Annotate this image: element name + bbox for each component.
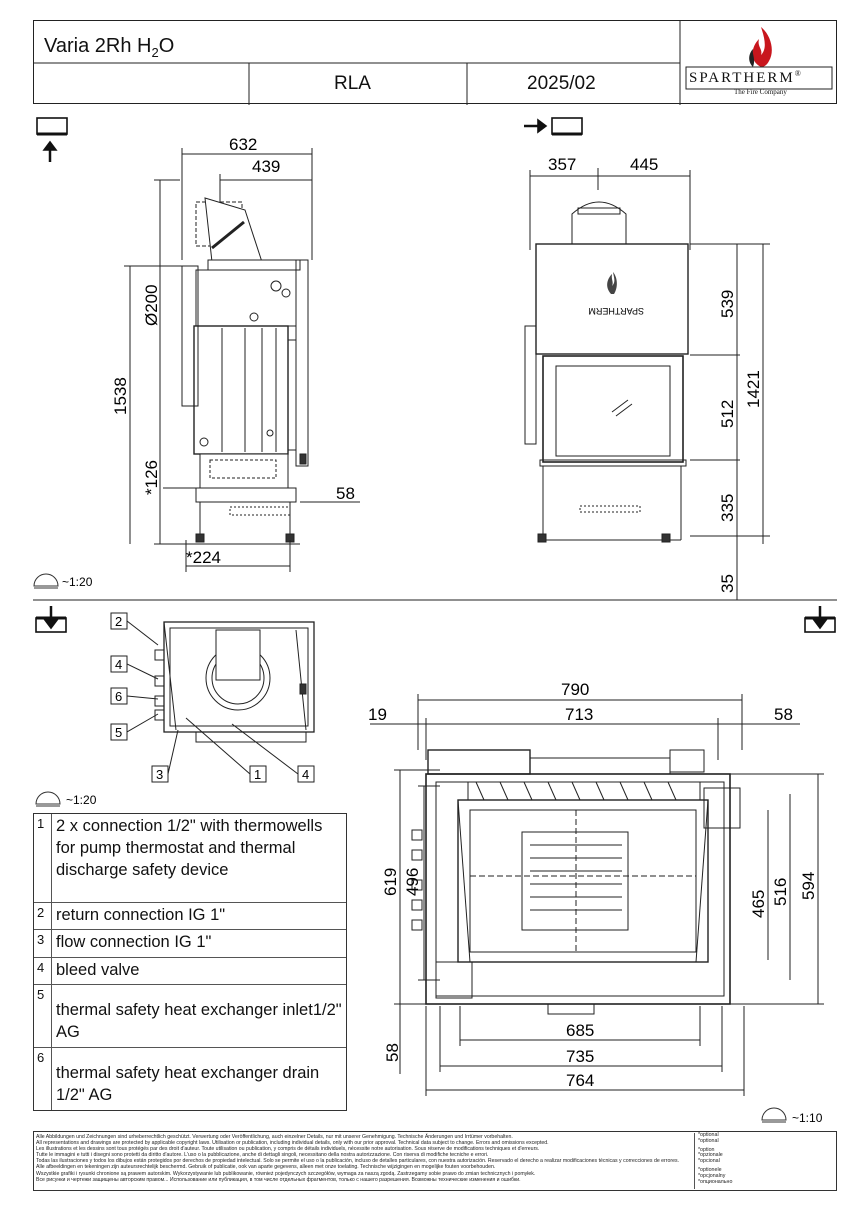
technical-drawing: 632 439 Ø200 1538 *126 58 *224 357 445 [33,117,837,1125]
dim-58-right: 58 [774,705,793,724]
dim-224: *224 [186,548,221,567]
legend-num: 4 [34,958,52,984]
door-brand-logo-icon [607,272,617,294]
dim-445: 445 [630,155,658,174]
plan-view [370,694,824,1096]
dim-713: 713 [565,705,593,724]
legend-num: 6 [34,1048,52,1110]
dim-735: 735 [566,1047,594,1066]
model-name: Varia 2Rh H2O [44,35,175,60]
legend-row: 2 return connection IG 1" [34,903,346,930]
dim-1421: 1421 [744,370,763,408]
dim-19: 19 [368,705,387,724]
callout-2: 2 [115,614,122,629]
legend-row: 6 thermal safety heat exchanger drain 1/… [34,1048,346,1110]
door-brand-text: SPARTHERM [588,306,644,316]
legend-text: return connection IG 1" [56,906,226,924]
legend-num: 5 [34,985,52,1047]
legend-row: 1 2 x connection 1/2" with thermowells f… [34,814,346,903]
legend-text: thermal safety heat exchanger drain 1/2"… [56,1064,320,1104]
legend-num: 2 [34,903,52,929]
copyright-line: All representations and drawings are pro… [36,1140,549,1147]
front-view [524,168,770,600]
dim-58-side: 58 [336,484,355,503]
legend-row: 4 bleed valve [34,958,346,985]
legend-text: bleed valve [56,961,140,979]
legend-table: 1 2 x connection 1/2" with thermowells f… [33,813,347,1111]
optional-line: *optional [698,1132,719,1138]
callout-4-left: 4 [115,657,122,672]
brand-tagline: The Fire Company [734,88,787,96]
copyright-line: Alle Abbildungen und Zeichnungen sind ur… [36,1134,513,1140]
copyright-line: Les illustrations et les dessins sont to… [36,1146,540,1153]
callout-4-right: 4 [302,767,309,782]
dim-126: *126 [142,460,161,495]
dim-685: 685 [566,1021,594,1040]
legend-num: 3 [34,930,52,957]
flame-logo-icon [749,27,772,67]
optional-notes: *optional *optional *option *opzionale *… [694,1132,834,1189]
optional-line: *опционально [698,1178,733,1185]
copyright-line: Wszystkie grafiki i rysunki chronione są… [36,1170,536,1177]
dim-439: 439 [252,157,280,176]
optional-line: *opcjonalny [698,1172,726,1179]
side-view-symbol-icon [36,117,68,162]
detail-top-view [110,612,315,783]
copyright-line: Все рисунки и чертежи защищены авторским… [36,1176,521,1183]
dim-619: 619 [381,868,400,896]
scale-icon-detail [35,791,61,807]
optional-line: *option [698,1146,715,1153]
optional-line: *optionele [698,1166,722,1173]
copyright-footer: Alle Abbildungen und Zeichnungen sind ur… [33,1131,837,1191]
brand-frame [685,66,833,90]
legend-text: thermal safety heat exchanger inlet1/2" … [56,1001,342,1041]
legend-row: 3 flow connection IG 1" [34,930,346,958]
scale-icon-plan [761,1107,787,1123]
legend-row: 5 thermal safety heat exchanger inlet1/2… [34,985,346,1048]
dim-58-bottom: 58 [383,1043,402,1062]
brand-name: SPARTHERM® [689,69,803,86]
dim-594: 594 [799,872,818,900]
legend-text: flow connection IG 1" [56,933,212,951]
dim-539: 539 [718,290,737,318]
copyright-line: Tutte le immagini e tutti i disegni sono… [36,1152,489,1159]
front-view-symbol-icon [524,117,583,136]
scale-icon-side [33,573,59,589]
top-view-symbol-right-icon [804,606,836,633]
dim-512: 512 [718,400,737,428]
dim-35: 35 [718,574,737,593]
copyright-line: Alle afbeeldingen en tekeningen zijn aut… [36,1164,496,1171]
side-view [124,148,360,572]
callout-3: 3 [156,767,163,782]
legend-num: 1 [34,814,52,902]
dim-357: 357 [548,155,576,174]
callout-5: 5 [115,725,122,740]
date-label: 2025/02 [527,73,596,94]
scale-side: ~1:20 [62,575,93,589]
variant-label: RLA [334,73,371,94]
dim-1538: 1538 [111,377,130,415]
scale-detail: ~1:20 [66,793,97,807]
dim-632: 632 [229,135,257,154]
dim-465: 465 [749,890,768,918]
dim-790: 790 [561,680,589,699]
legend-text: 2 x connection 1/2" with thermowells for… [56,817,323,879]
dim-496: 496 [403,868,422,896]
copyright-line: Todas las ilustraciones y todos los dibu… [36,1158,680,1165]
callout-1: 1 [254,767,261,782]
title-block: Varia 2Rh H2O RLA 2025/02 SPARTHERM® The… [33,20,837,105]
dim-flue-diameter: Ø200 [142,284,161,326]
top-view-symbol-left-icon [35,606,67,633]
optional-line: *opcional [698,1158,720,1165]
dim-516: 516 [771,878,790,906]
dim-335: 335 [718,494,737,522]
optional-line: *optional [698,1137,719,1144]
optional-line: *opzionale [698,1152,723,1159]
scale-plan: ~1:10 [792,1111,823,1125]
dim-764: 764 [566,1071,594,1090]
callout-6: 6 [115,689,122,704]
title-grid [34,21,681,105]
copyright-text: Alle Abbildungen und Zeichnungen sind ur… [36,1134,688,1183]
